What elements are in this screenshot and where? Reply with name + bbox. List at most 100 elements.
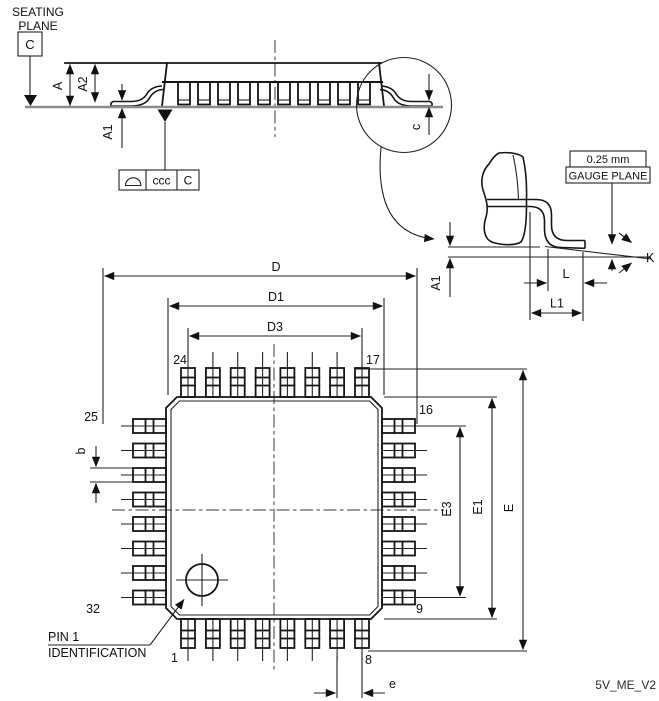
dim-label-D1: D1	[268, 290, 284, 304]
pin-bottom	[229, 618, 246, 661]
pin-bottom	[204, 618, 221, 661]
drawing-code: 5V_ME_V2	[595, 678, 656, 692]
dim-A2-group: A2	[76, 63, 100, 103]
pin-label-17: 17	[366, 353, 380, 367]
pin-bottom	[180, 618, 196, 661]
dim-label-b: b	[74, 447, 88, 454]
gauge-plane-detail: A1 0.25 mm GAUGE PLANE K L L1	[429, 150, 655, 321]
pin-label-8: 8	[365, 653, 372, 667]
pin-right	[381, 589, 427, 606]
pin-label-32: 32	[86, 602, 100, 616]
dim-E3-group: E3	[427, 425, 466, 599]
dim-label-E: E	[502, 504, 516, 512]
detail-circle	[355, 56, 453, 154]
dim-e-group: e	[314, 656, 396, 698]
dim-K-group: K	[618, 232, 655, 274]
datum-c-letter: C	[25, 37, 34, 52]
dim-A-group: A	[51, 63, 75, 107]
package-edge-section	[481, 151, 528, 246]
gauge-offset-value: 0.25 mm	[587, 154, 630, 166]
pin-top	[204, 352, 221, 398]
dim-label-L1: L1	[550, 297, 564, 311]
pin-left	[121, 467, 167, 483]
dim-D-group: D	[102, 260, 418, 424]
dim-label-A: A	[51, 81, 65, 90]
dim-label-D3: D3	[267, 320, 283, 334]
pin-label-24: 24	[173, 353, 187, 367]
right-lead	[379, 85, 434, 107]
pin-left	[121, 589, 167, 606]
side-pin	[257, 81, 271, 106]
dim-D3-group: D3	[187, 320, 363, 353]
pin-bottom	[254, 618, 271, 661]
dim-L-group: L L1	[524, 212, 607, 321]
side-pin	[357, 81, 371, 106]
pin-top	[354, 352, 370, 398]
dim-label-L: L	[563, 267, 570, 281]
detail-leader-arrow	[379, 146, 435, 243]
dim-b-group: b	[74, 446, 133, 503]
pin1-identifier	[176, 554, 228, 606]
pin-top	[329, 352, 346, 398]
pin-top	[254, 352, 271, 398]
side-pin	[237, 81, 251, 106]
side-pin	[337, 81, 351, 106]
tolerance-frame: ccc C	[118, 109, 200, 191]
pin1-note-arrow	[149, 599, 185, 646]
mold-parting-line	[512, 154, 520, 200]
pin-label-16: 16	[419, 403, 433, 417]
seating-plane-label-1: SEATING	[12, 5, 64, 19]
pin1-identification-note: PIN 1 IDENTIFICATION	[48, 599, 185, 660]
pin-left	[121, 540, 167, 557]
body-outline-inner	[170, 400, 379, 616]
pin-right	[381, 418, 427, 434]
foot-angle-line	[544, 245, 652, 260]
dim-label-A2: A2	[76, 76, 90, 91]
detail-dim-A1-group: A1	[429, 222, 455, 297]
pin-left	[121, 418, 167, 434]
body-left-edge	[161, 62, 168, 107]
dim-D1-group: D1	[167, 290, 385, 395]
pin-right	[381, 516, 427, 532]
pin-top	[304, 352, 321, 398]
detail-dim-label-A1: A1	[429, 275, 443, 290]
pin-top	[229, 352, 246, 398]
detail-lead	[487, 198, 586, 250]
side-view-pins	[177, 81, 371, 106]
seating-plane-label-2: PLANE	[18, 19, 57, 33]
dim-label-E1: E1	[471, 499, 485, 514]
seating-datum-triangle-icon	[24, 95, 37, 106]
pin-left	[121, 516, 167, 532]
pin-top	[279, 352, 296, 398]
body-right-edge	[378, 62, 385, 107]
dim-label-A1: A1	[101, 124, 115, 139]
side-view: SEATING PLANE C A A2 A1	[12, 5, 453, 243]
side-pin	[277, 81, 291, 106]
dim-E1-group: E1	[384, 396, 497, 620]
ccc-datum-triangle-icon	[157, 109, 173, 122]
ccc-datum-ref: C	[184, 174, 193, 188]
dim-c-group: c	[409, 74, 434, 135]
pin-top	[180, 352, 196, 398]
dim-label-E3: E3	[440, 501, 454, 516]
pin-right	[381, 442, 427, 459]
pin-bottom	[304, 618, 321, 661]
top-view: D D1 D3 E E1	[48, 260, 528, 698]
pin1-note-line2: IDENTIFICATION	[48, 646, 146, 660]
dim-E-group: E	[356, 368, 528, 652]
gauge-plane-box: 0.25 mm GAUGE PLANE	[565, 150, 651, 271]
side-pin	[217, 81, 231, 106]
pin-right	[381, 467, 427, 483]
ccc-value: ccc	[153, 174, 171, 188]
side-pin	[297, 81, 311, 106]
pin-left	[121, 442, 167, 459]
pin1-note-line1: PIN 1	[48, 630, 79, 644]
pin-right	[381, 565, 427, 581]
side-pin	[197, 81, 211, 106]
pin-left	[121, 491, 167, 508]
dim-label-e: e	[389, 677, 396, 691]
pin-right	[381, 540, 427, 557]
gauge-plane-label: GAUGE PLANE	[569, 171, 648, 183]
